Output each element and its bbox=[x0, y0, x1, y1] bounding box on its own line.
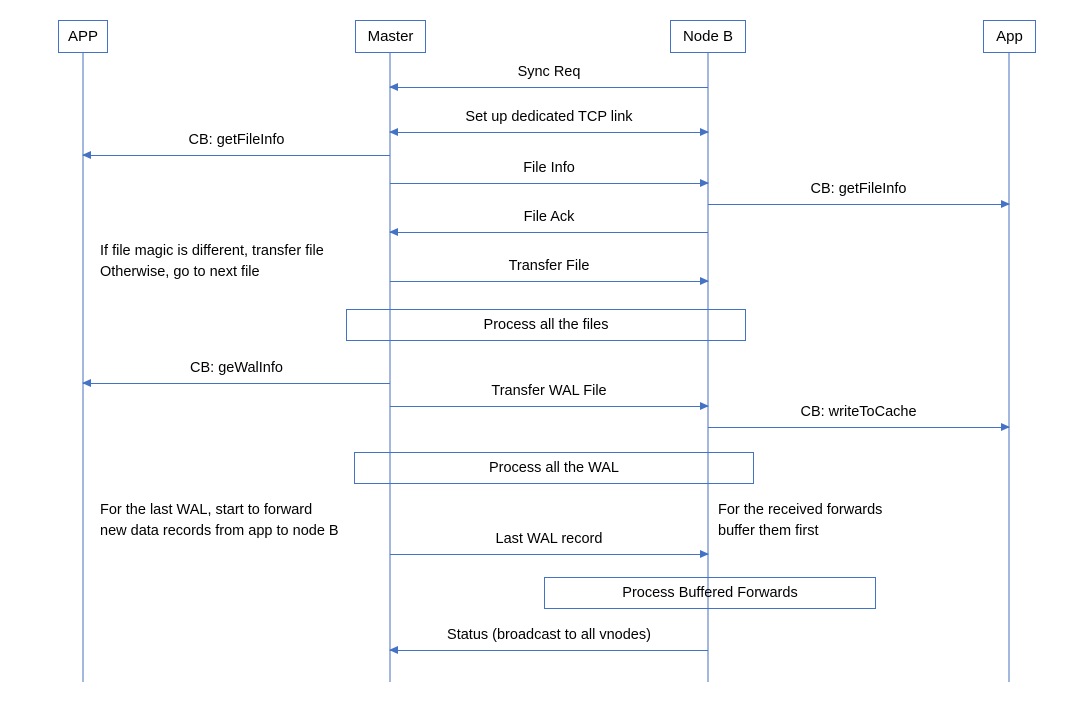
message-label-m12: Status (broadcast to all vnodes) bbox=[447, 627, 651, 644]
participant-label-node_b: Node B bbox=[682, 28, 734, 45]
message-label-m4: File Info bbox=[523, 160, 575, 177]
message-label-m11: Last WAL record bbox=[495, 531, 603, 548]
participant-box-node_b[interactable]: Node B bbox=[670, 20, 746, 53]
lifeline-master bbox=[389, 53, 391, 682]
participant-label-app_right: App bbox=[996, 28, 1023, 45]
lifeline-app_right bbox=[1008, 53, 1010, 682]
message-line-m1 bbox=[390, 87, 708, 88]
note-n3: For the received forwards buffer them fi… bbox=[718, 502, 883, 540]
message-line-m6 bbox=[390, 232, 708, 233]
arrowhead-right-icon-m11 bbox=[700, 549, 709, 558]
message-label-m6: File Ack bbox=[523, 209, 575, 226]
message-label-m10: CB: writeToCache bbox=[800, 404, 917, 421]
message-line-m10 bbox=[708, 427, 1009, 428]
message-label-m2: Set up dedicated TCP link bbox=[465, 109, 633, 126]
message-label-m7: Transfer File bbox=[508, 258, 590, 275]
process-box-label-p3: Process Buffered Forwards bbox=[622, 584, 798, 601]
message-label-m9: Transfer WAL File bbox=[491, 383, 607, 400]
message-line-m5 bbox=[708, 204, 1009, 205]
note-n1: If file magic is different, transfer fil… bbox=[100, 243, 324, 281]
message-line-m9 bbox=[390, 406, 708, 407]
arrowhead-right-icon-m4 bbox=[700, 178, 709, 187]
message-line-m7 bbox=[390, 281, 708, 282]
arrowhead-left-icon-m1 bbox=[389, 82, 398, 91]
message-line-m12 bbox=[390, 650, 708, 651]
message-line-m2 bbox=[390, 132, 708, 133]
message-line-m11 bbox=[390, 554, 708, 555]
lifeline-app_left bbox=[82, 53, 84, 682]
lifeline-node_b bbox=[707, 53, 709, 682]
arrowhead-right-icon-m5 bbox=[1001, 199, 1010, 208]
arrowhead-right-icon-m7 bbox=[700, 276, 709, 285]
process-box-label-p2: Process all the WAL bbox=[488, 459, 619, 476]
message-line-m8 bbox=[83, 383, 390, 384]
arrowhead-left-icon-m6 bbox=[389, 227, 398, 236]
process-box-p3[interactable]: Process Buffered Forwards bbox=[544, 577, 876, 609]
message-label-m5: CB: getFileInfo bbox=[810, 181, 907, 198]
arrowhead-right-icon-m2 bbox=[700, 127, 709, 136]
process-box-p2[interactable]: Process all the WAL bbox=[354, 452, 754, 484]
arrowhead-right-icon-m10 bbox=[1001, 422, 1010, 431]
message-label-m8: CB: geWalInfo bbox=[190, 360, 283, 377]
note-n2: For the last WAL, start to forward new d… bbox=[100, 502, 339, 540]
message-label-m1: Sync Req bbox=[517, 64, 581, 81]
arrowhead-left-icon-m8 bbox=[82, 378, 91, 387]
participant-box-master[interactable]: Master bbox=[355, 20, 426, 53]
participant-box-app_right[interactable]: App bbox=[983, 20, 1036, 53]
message-line-m4 bbox=[390, 183, 708, 184]
message-line-m3 bbox=[83, 155, 390, 156]
arrowhead-left-icon-m3 bbox=[82, 150, 91, 159]
participant-label-app_left: APP bbox=[67, 28, 98, 45]
arrowhead-left-icon-m12 bbox=[389, 645, 398, 654]
message-label-m3: CB: getFileInfo bbox=[188, 132, 285, 149]
arrowhead-right-icon-m9 bbox=[700, 401, 709, 410]
participant-label-master: Master bbox=[367, 28, 414, 45]
process-box-p1[interactable]: Process all the files bbox=[346, 309, 746, 341]
arrowhead-left-icon-m2 bbox=[389, 127, 398, 136]
process-box-label-p1: Process all the files bbox=[483, 316, 609, 333]
participant-box-app_left[interactable]: APP bbox=[58, 20, 108, 53]
